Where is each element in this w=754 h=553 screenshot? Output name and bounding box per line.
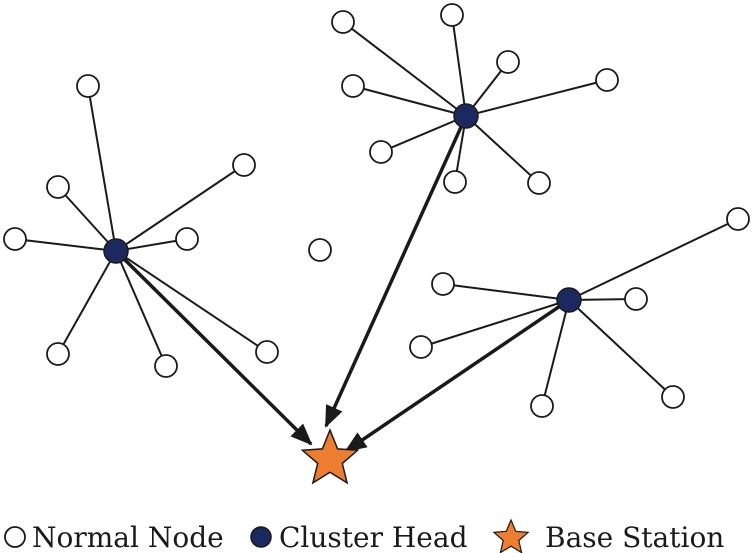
- normal-node: [496, 50, 520, 74]
- normal-node: [431, 272, 455, 296]
- link: [465, 115, 540, 184]
- legend-cluster-head-label: Cluster Head: [279, 521, 468, 553]
- link: [568, 218, 739, 301]
- cluster-head-3: [556, 287, 582, 313]
- link: [115, 250, 167, 367]
- link: [442, 283, 570, 301]
- link: [57, 186, 117, 252]
- cluster-heads: [103, 103, 582, 313]
- arrow-ch2-to-base-station: [324, 115, 468, 428]
- base-station-star: [300, 427, 360, 485]
- legend: Normal Node Cluster Head Base Station: [4, 518, 724, 553]
- link: [115, 164, 245, 252]
- link: [57, 250, 117, 355]
- link: [451, 14, 467, 117]
- normal-node: [440, 3, 464, 27]
- cluster-head-2: [453, 103, 479, 129]
- normal-node: [726, 207, 750, 231]
- normal-node: [76, 74, 100, 98]
- normal-node: [331, 10, 355, 34]
- link: [420, 299, 570, 348]
- ch-to-bs-arrows: [114, 115, 570, 453]
- link: [541, 299, 570, 407]
- normal-nodes: [3, 3, 750, 418]
- link: [352, 85, 467, 117]
- cluster-head-1: [103, 238, 129, 264]
- cluster-3-links: [420, 218, 739, 407]
- normal-node: [46, 342, 70, 366]
- link: [14, 238, 117, 252]
- link: [87, 85, 117, 252]
- legend-base-station-label: Base Station: [545, 521, 724, 553]
- cluster-1-links: [14, 85, 268, 367]
- normal-node: [255, 340, 279, 364]
- link: [342, 21, 467, 117]
- normal-node: [232, 153, 256, 177]
- normal-node: [595, 68, 619, 92]
- normal-node: [3, 227, 27, 251]
- arrow-ch3-to-base-station: [344, 298, 570, 453]
- normal-node: [154, 354, 178, 378]
- legend-normal-node-label: Normal Node: [32, 521, 224, 553]
- legend-cluster-head-icon: [250, 526, 272, 548]
- normal-node: [46, 175, 70, 199]
- normal-node: [175, 227, 199, 251]
- link: [568, 299, 674, 398]
- link: [380, 115, 467, 153]
- normal-node: [527, 171, 551, 195]
- link: [465, 79, 608, 117]
- legend-normal-node-icon: [4, 526, 26, 548]
- normal-node: [661, 385, 685, 409]
- normal-node: [409, 335, 433, 359]
- normal-node: [624, 287, 648, 311]
- normal-node-isolated: [308, 238, 332, 262]
- normal-node: [341, 74, 365, 98]
- legend-base-station-icon: [492, 518, 530, 553]
- normal-node: [369, 140, 393, 164]
- arrow-ch1-to-base-station: [114, 249, 313, 446]
- normal-node: [530, 394, 554, 418]
- link: [115, 250, 268, 353]
- normal-node: [443, 170, 467, 194]
